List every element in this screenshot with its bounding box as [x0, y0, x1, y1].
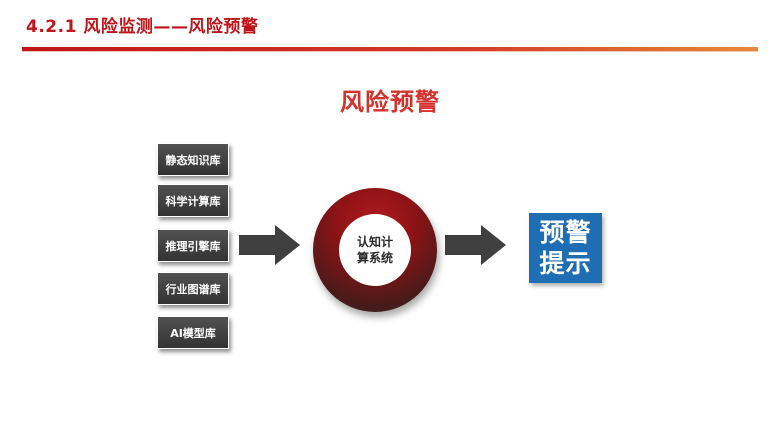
alert-output-box: 预警 提示	[529, 213, 602, 283]
knowledge-base-scientific: 科学计算库	[157, 184, 229, 217]
knowledge-base-industry: 行业图谱库	[157, 272, 229, 305]
core-system-label-line1: 认知计	[356, 235, 393, 249]
cognitive-computing-ring: 认知计 算系统	[313, 188, 437, 312]
title-rule	[22, 47, 758, 52]
diagram-title: 风险预警	[340, 88, 440, 116]
arrow-right-icon	[239, 225, 300, 265]
arrow-right-icon	[445, 225, 506, 265]
alert-label-line1: 预警	[539, 218, 592, 247]
slide-title: 4.2.1 风险监测——风险预警	[26, 17, 259, 37]
ring-center: 认知计 算系统	[339, 214, 411, 286]
knowledge-base-static: 静态知识库	[157, 143, 229, 176]
alert-label-line2: 提示	[539, 249, 592, 278]
knowledge-base-ai-model: AI模型库	[157, 316, 229, 349]
knowledge-base-inference: 推理引擎库	[157, 229, 229, 262]
core-system-label-line2: 算系统	[356, 251, 393, 265]
